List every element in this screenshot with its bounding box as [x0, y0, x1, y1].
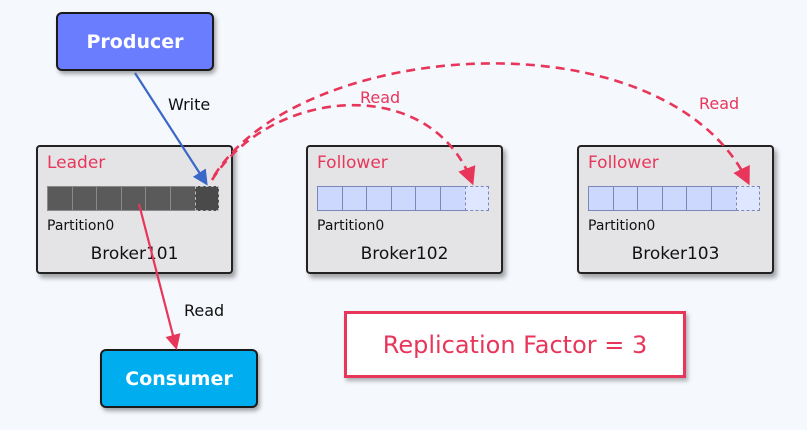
log-segment	[661, 186, 687, 211]
consumer-node[interactable]: Consumer	[100, 349, 258, 408]
follower-partition-log	[317, 186, 490, 211]
log-segment-new	[194, 186, 220, 211]
log-segment	[169, 186, 195, 211]
broker-101-node[interactable]: Leader Partition0 Broker101	[36, 145, 233, 274]
read-broker102-edge-label: Read	[360, 88, 401, 107]
log-segment	[96, 186, 121, 211]
read-broker103-edge-label: Read	[699, 94, 740, 113]
producer-node[interactable]: Producer	[56, 12, 214, 71]
log-segment	[686, 186, 711, 211]
partition-label: Partition0	[47, 218, 115, 234]
log-segment	[637, 186, 662, 211]
broker-name: Broker101	[90, 244, 179, 264]
log-segment-replicating	[464, 186, 490, 211]
replication-factor-text: Replication Factor = 3	[382, 330, 648, 359]
log-segment	[317, 186, 342, 211]
log-segment	[341, 186, 367, 211]
producer-label: Producer	[86, 30, 184, 53]
consumer-label: Consumer	[125, 367, 233, 390]
log-segment	[71, 186, 97, 211]
broker-103-node[interactable]: Follower Partition0 Broker103	[577, 145, 774, 274]
log-segment	[366, 186, 391, 211]
log-segment	[588, 186, 613, 211]
log-segment	[390, 186, 416, 211]
write-edge-label: Write	[168, 95, 211, 114]
broker-name: Broker103	[631, 244, 720, 264]
leader-partition-log	[47, 186, 220, 211]
log-segment	[710, 186, 736, 211]
follower-partition-log	[588, 186, 761, 211]
log-segment	[145, 186, 170, 211]
log-segment-replicating	[735, 186, 761, 211]
log-segment	[415, 186, 440, 211]
replication-factor-box: Replication Factor = 3	[344, 311, 686, 378]
log-segment	[47, 186, 72, 211]
read-consumer-edge-label: Read	[184, 301, 225, 320]
log-segment	[120, 186, 146, 211]
partition-label: Partition0	[317, 218, 385, 234]
log-segment	[612, 186, 638, 211]
follower-role-label: Follower	[317, 153, 388, 173]
broker-name: Broker102	[360, 244, 449, 264]
broker-102-node[interactable]: Follower Partition0 Broker102	[306, 145, 503, 274]
log-segment	[439, 186, 465, 211]
leader-role-label: Leader	[47, 153, 106, 173]
partition-label: Partition0	[588, 218, 656, 234]
follower-role-label: Follower	[588, 153, 659, 173]
